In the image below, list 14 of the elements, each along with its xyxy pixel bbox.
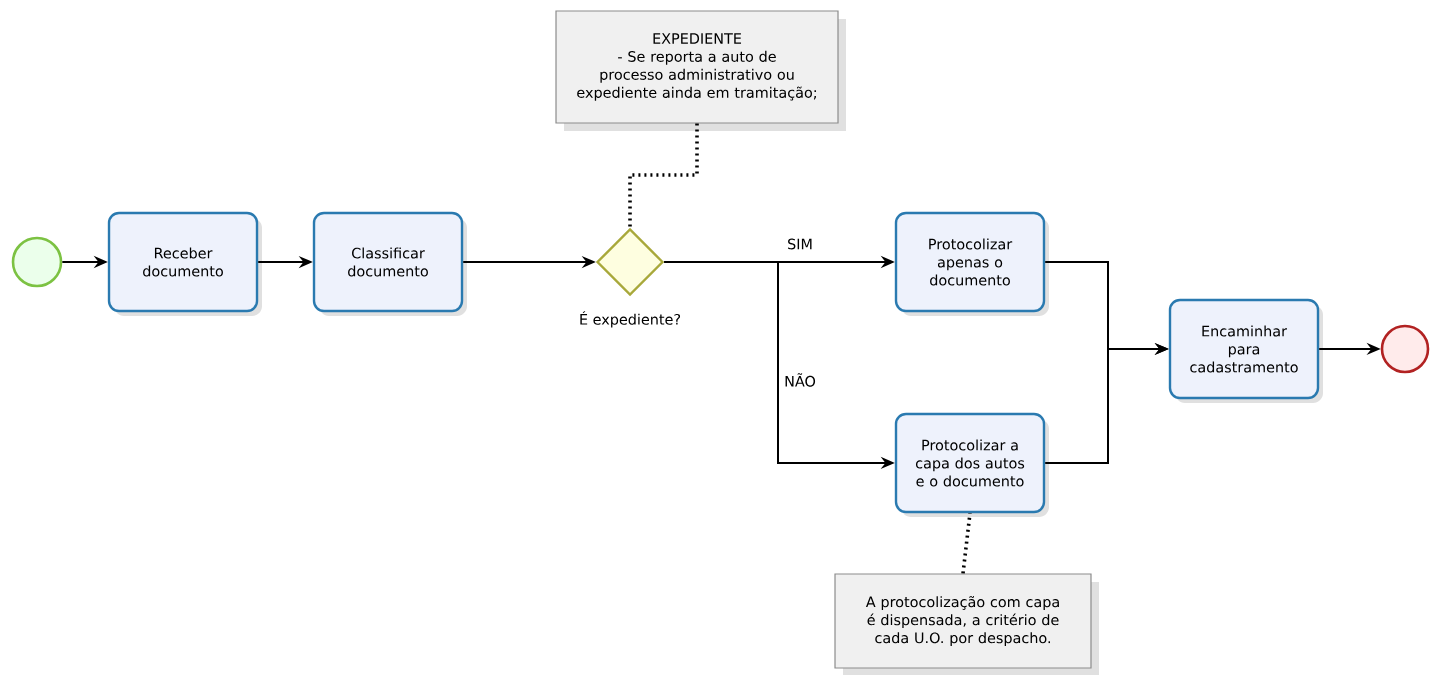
end-event-circle [1380,324,1430,374]
leader-line [961,513,972,574]
annotation-box: EXPEDIENTE - Se reporta a auto de processo administrativo ou expediente ainda em tramitação; [555,10,846,131]
edge-label: SIM [785,236,815,252]
task-box: Protocolizar a capa dos autos e o documento [894,412,1049,517]
node-label: É expediente? [580,311,681,328]
task-box: Receber documento [107,211,262,316]
leader-line [628,123,699,228]
task-box: Protocolizar apenas o documento [894,211,1049,316]
edge-label: NÃO [782,371,818,389]
task-box: Classificar documento [312,211,467,316]
annotation-box: A protocolização com capa é dispensada, a critério de cada U.O. por despacho. [834,573,1099,675]
start-event-circle [11,236,63,288]
task-box: Encaminhar para cadastramento [1168,298,1323,403]
